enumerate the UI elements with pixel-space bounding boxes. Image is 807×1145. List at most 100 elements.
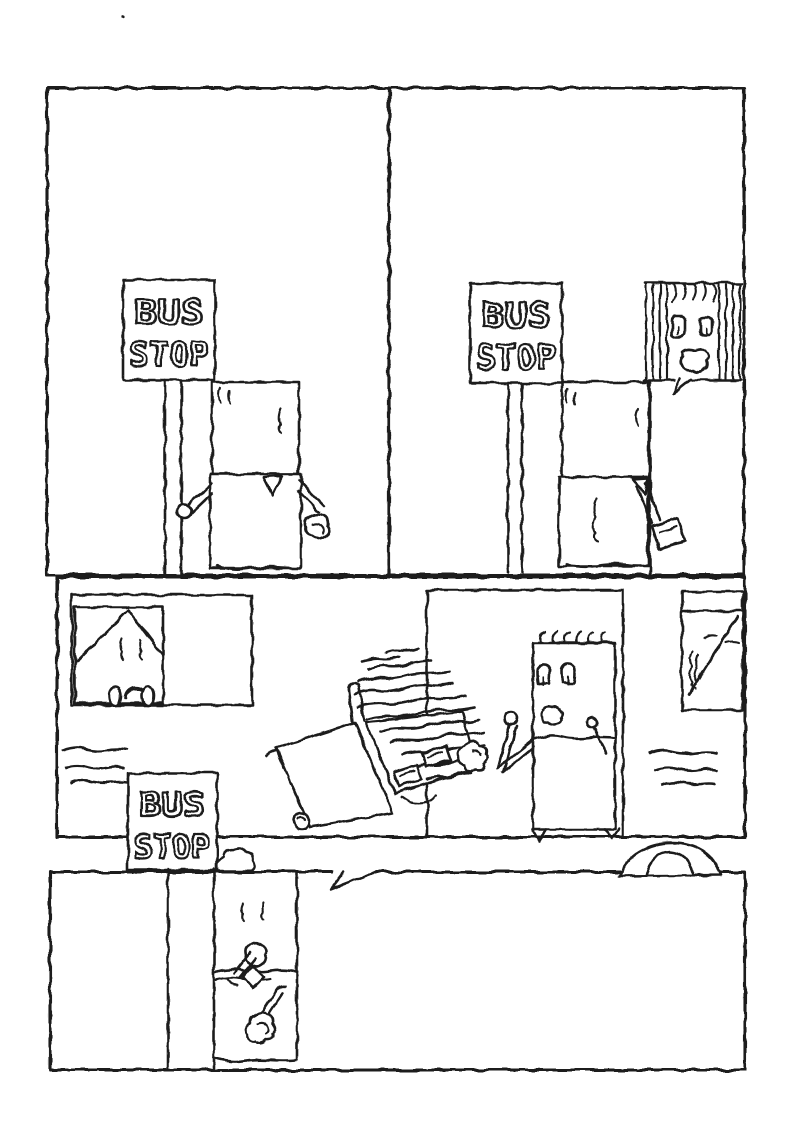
onlooker-left-eye xyxy=(119,637,125,662)
open-mouth xyxy=(679,347,711,374)
panel-3-border xyxy=(55,575,747,839)
bush-inner xyxy=(644,850,695,876)
buckle-mark xyxy=(398,769,415,778)
sign-text-stop: STOP xyxy=(476,338,556,378)
door-feet xyxy=(530,827,621,843)
window-diagonal xyxy=(687,615,739,696)
fright-hair-spikes xyxy=(539,630,607,645)
head-side-mark xyxy=(277,407,283,435)
sign-text-bus: BUS xyxy=(481,296,551,336)
left-arm xyxy=(185,481,214,515)
onlooker-right-eye xyxy=(138,637,144,661)
door-right-arm xyxy=(592,725,609,755)
sign-text-bus: BUS xyxy=(139,785,205,824)
bus-stop-sign-1: BUS STOP xyxy=(121,278,217,575)
building-wall xyxy=(425,588,625,838)
motion-line xyxy=(69,779,129,785)
small-curve xyxy=(225,977,239,987)
left-eye xyxy=(670,314,687,339)
motion-line xyxy=(654,766,718,773)
front-fist xyxy=(244,941,268,968)
motion-lines-left xyxy=(61,746,286,785)
hand-scribble xyxy=(470,750,483,757)
collar-diamond xyxy=(261,474,283,497)
motion-line xyxy=(61,746,129,753)
bag-mark xyxy=(658,525,678,534)
panel-1: BUS STOP xyxy=(121,278,331,575)
figure-body-block xyxy=(557,475,650,568)
curtain-peak xyxy=(75,608,164,663)
flailing-hand-right xyxy=(457,740,490,773)
hair-bangs xyxy=(671,282,717,303)
figure-hem-line xyxy=(564,562,650,569)
figure-head-block xyxy=(560,380,651,479)
buckle-detail xyxy=(392,763,423,788)
right-arm xyxy=(297,478,326,514)
waiting-figure-front xyxy=(212,846,299,1063)
window-left xyxy=(70,593,254,707)
head-top-tuft xyxy=(215,846,256,873)
tumbling-figure xyxy=(274,646,490,831)
collar-diamond xyxy=(241,964,266,990)
hair-tuft xyxy=(217,386,222,404)
speech-tail xyxy=(329,870,375,891)
motion-line xyxy=(659,781,717,787)
door-left-hand xyxy=(503,710,519,726)
sign-text-stop: STOP xyxy=(134,827,210,866)
sign-board xyxy=(121,278,217,382)
window-right xyxy=(680,590,745,712)
hair-tuft xyxy=(573,390,578,406)
figure-head-block xyxy=(210,380,301,476)
door-figure xyxy=(496,630,621,843)
speech-tail xyxy=(671,377,694,396)
sign-text-stop: STOP xyxy=(129,335,209,375)
keyhole-eye-right xyxy=(560,662,577,685)
front-upper-arm xyxy=(232,951,258,980)
flailing-arm-up xyxy=(347,685,366,725)
figure-hem-line xyxy=(216,564,302,572)
panel-2-border xyxy=(387,86,746,577)
sign-board xyxy=(126,771,219,872)
wall-edges xyxy=(425,588,625,838)
fist-scribble xyxy=(310,522,325,535)
window-figure xyxy=(694,653,700,684)
panel-2: BUS STOP xyxy=(468,281,743,575)
motion-line xyxy=(647,749,719,756)
sign-board xyxy=(468,281,564,385)
onlooker-hand-right xyxy=(140,685,156,707)
figure-bottom-edge xyxy=(212,1056,299,1063)
carried-bag xyxy=(650,516,687,551)
flailing-hand-up xyxy=(347,681,361,691)
panel-4 xyxy=(212,841,723,1063)
panel-borders xyxy=(45,86,747,1072)
foot-curl xyxy=(295,815,307,821)
head-side-mark xyxy=(634,407,640,427)
right-eye xyxy=(698,315,714,337)
under-squiggle xyxy=(399,794,438,805)
body-crease xyxy=(592,497,600,543)
foot-loop xyxy=(291,811,311,831)
bush xyxy=(618,841,723,878)
panel-4-border xyxy=(48,870,747,1072)
right-arm xyxy=(635,481,662,525)
keyhole-eye-left xyxy=(535,663,552,686)
onlooker-hand-left xyxy=(107,685,123,707)
door-left-arm xyxy=(496,720,535,775)
window-figure xyxy=(688,649,697,691)
scribble-mark xyxy=(256,1021,270,1036)
pocket-detail xyxy=(420,744,453,769)
pocket-mark xyxy=(426,750,444,759)
right-fist xyxy=(304,513,331,540)
door-right-hand xyxy=(585,715,599,729)
left-hand xyxy=(175,502,193,520)
hair-tuft xyxy=(227,389,232,405)
motion-line xyxy=(64,764,126,771)
figure-body-block xyxy=(208,472,303,570)
hair-tuft xyxy=(564,387,569,405)
waiting-figure-back xyxy=(175,380,331,572)
waiting-figure-back-2 xyxy=(557,380,687,569)
held-scribble xyxy=(244,1011,278,1045)
hair-strands-left xyxy=(644,282,669,382)
